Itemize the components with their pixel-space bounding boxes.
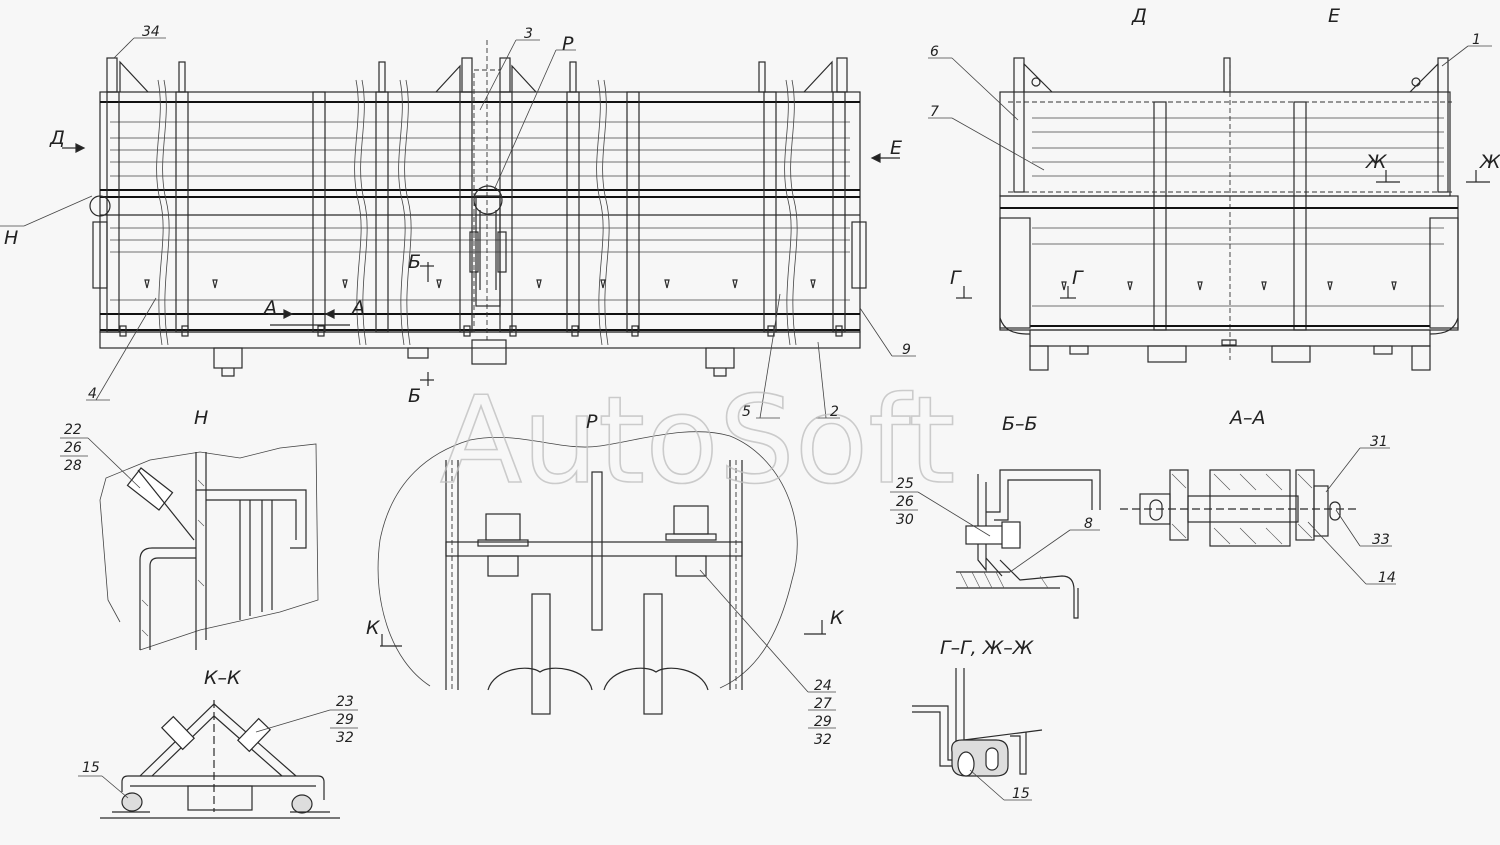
callout-9: 9 (902, 342, 911, 358)
section-mark-zh-right: Ж (1479, 151, 1500, 173)
callout-1: 1 (1472, 32, 1481, 48)
callout-34: 34 (142, 24, 160, 40)
section-mark-k-left: К (366, 617, 381, 639)
callout-29-kk: 29 (336, 712, 354, 728)
detail-mark-n: Н (4, 227, 18, 249)
callout-7: 7 (930, 104, 939, 120)
main-side-view (89, 40, 867, 386)
section-gg-zhzh (912, 668, 1043, 777)
callout-23: 23 (336, 694, 354, 710)
leader-lines (0, 37, 1492, 801)
view-arrows (62, 143, 1490, 647)
section-mark-a-left: А (262, 297, 277, 319)
callout-6: 6 (930, 44, 939, 60)
callout-5: 5 (742, 404, 751, 420)
callout-4: 4 (88, 386, 97, 402)
section-mark-k-right: К (830, 607, 845, 629)
view-mark-p: Р (562, 33, 574, 55)
callout-14: 14 (1378, 570, 1396, 586)
callout-15-gg: 15 (1012, 786, 1030, 802)
view-title-aa: А–А (1228, 407, 1266, 429)
view-title-gg-zhzh: Г–Г, Ж–Ж (940, 637, 1035, 659)
section-kk (100, 700, 358, 819)
section-aa (1120, 469, 1360, 547)
view-title-d: Д (1131, 5, 1147, 27)
section-mark-b-top: Б (408, 251, 421, 273)
callout-30: 30 (896, 512, 914, 528)
callout-22: 22 (64, 422, 82, 438)
section-mark-a-right: А (350, 297, 365, 319)
callout-27: 27 (814, 696, 832, 712)
view-title-e: Е (1328, 5, 1340, 27)
section-mark-g-right: Г (1072, 267, 1084, 289)
callout-26-n: 26 (64, 440, 82, 456)
section-mark-zh-left: Ж (1365, 151, 1388, 173)
end-view (999, 57, 1459, 371)
section-bb (956, 469, 1101, 619)
detail-n (60, 437, 319, 651)
view-title-p: Р (586, 411, 598, 433)
detail-p (377, 431, 798, 715)
watermark: AutoSoft (440, 372, 955, 511)
callout-15-kk: 15 (82, 760, 100, 776)
arrow-label-e: Е (890, 137, 902, 159)
view-title-n: Н (194, 407, 208, 429)
callout-8: 8 (1084, 516, 1093, 532)
arrow-label-d: Д (49, 127, 65, 149)
callout-25: 25 (896, 476, 914, 492)
callout-26-bb: 26 (896, 494, 914, 510)
callout-29-p: 29 (814, 714, 832, 730)
callout-33: 33 (1372, 532, 1390, 548)
view-title-bb: Б–Б (1002, 413, 1038, 435)
callout-32-kk: 32 (336, 730, 354, 746)
section-mark-b-bottom: Б (408, 385, 421, 407)
section-mark-g-left: Г (950, 267, 962, 289)
callout-31: 31 (1370, 434, 1388, 450)
callout-32-p: 32 (814, 732, 832, 748)
callout-2: 2 (830, 404, 839, 420)
callout-24: 24 (814, 678, 832, 694)
callout-28: 28 (64, 458, 82, 474)
view-title-kk: К–К (204, 667, 242, 689)
callout-3: 3 (524, 26, 533, 42)
